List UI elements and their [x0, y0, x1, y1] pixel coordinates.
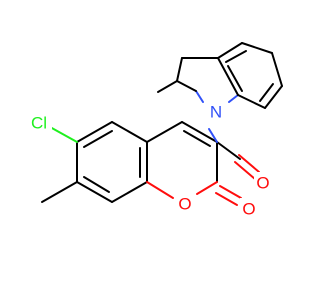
bond-aromatic-inner [83, 130, 113, 148]
atom-layer: Cl O O O N [26, 101, 272, 220]
bond [41, 181, 78, 203]
bond-aromatic-inner [259, 83, 274, 102]
bond [217, 57, 239, 96]
bond-double-c-o [234, 161, 256, 180]
amide-carbonyl-oxygen-atom: O [254, 172, 272, 194]
bond [241, 42, 273, 54]
bond-double-c-o [219, 185, 242, 199]
bond [181, 121, 218, 143]
bond-double-inner [183, 130, 211, 147]
bond-c-cl [49, 126, 78, 143]
bond-n-c [228, 94, 239, 103]
indoline-nitrogen-label: N [210, 103, 222, 122]
bond-layer [41, 42, 283, 206]
ring-oxygen-label: O [178, 195, 191, 214]
bond-double-c-o [215, 192, 238, 206]
bond [264, 85, 283, 109]
bond [237, 94, 266, 109]
bond [76, 121, 113, 143]
bond [176, 57, 183, 82]
bond [217, 42, 243, 59]
indoline-nitrogen-atom: N [207, 101, 225, 123]
ring-oxygen-atom: O [176, 193, 194, 215]
lactone-carbonyl-oxygen-atom: O [240, 198, 258, 220]
bond-double-c-o [238, 154, 260, 173]
bond-c-n [208, 128, 218, 143]
bond-aromatic-inner [83, 176, 110, 193]
bond [111, 121, 148, 143]
amide-carbonyl-oxygen-label: O [256, 174, 269, 193]
bond-c-o [196, 181, 218, 195]
chlorine-label: Cl [31, 114, 47, 133]
bond [146, 121, 183, 143]
bond-aromatic-inner [225, 50, 247, 63]
chlorine-atom: Cl [26, 111, 52, 135]
bond [216, 141, 241, 160]
bond-o-c [146, 181, 174, 199]
bond [271, 52, 283, 87]
lactone-carbonyl-oxygen-label: O [242, 200, 255, 219]
bond-aromatic-inner [227, 65, 243, 92]
bond [157, 80, 178, 93]
bond [76, 181, 113, 203]
bond [176, 80, 197, 92]
bond [111, 181, 148, 203]
molecule-structure: Cl O O O N [26, 42, 283, 220]
bond-n-c [195, 90, 204, 103]
